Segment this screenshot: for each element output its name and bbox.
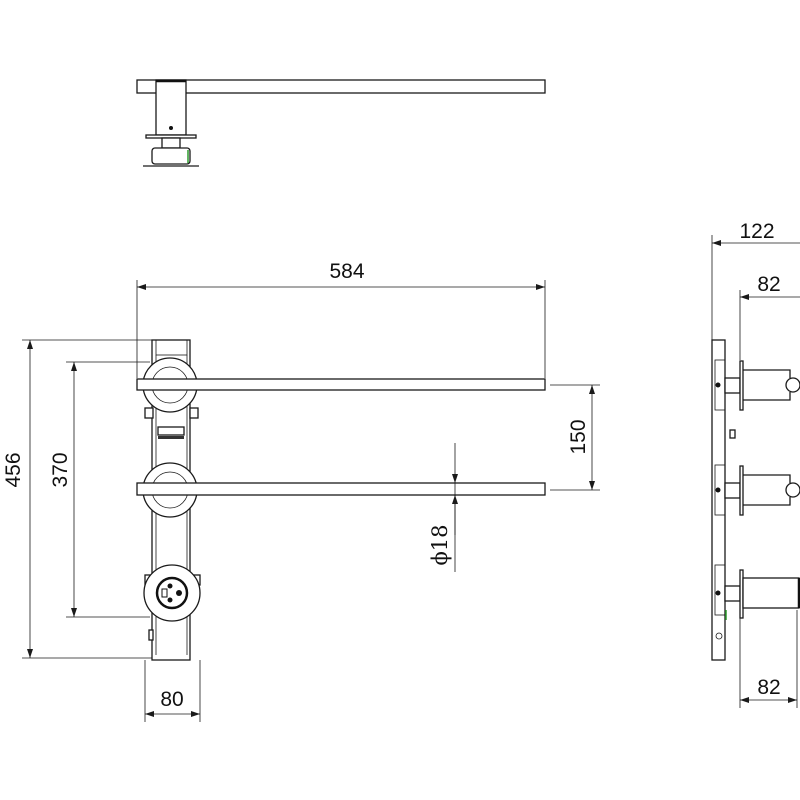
dimension-584: 584 <box>136 260 546 378</box>
dimension-82-top: 82 <box>739 273 800 360</box>
dim-label-82-top: 82 <box>757 273 780 296</box>
side-view <box>711 339 800 661</box>
dimension-82-bottom: 82 <box>739 610 798 708</box>
dim-label-150: 150 <box>567 419 590 454</box>
side-bar-upper <box>743 369 791 401</box>
front-view <box>136 339 546 661</box>
side-flange-lower <box>739 465 744 516</box>
dim-label-456: 456 <box>2 452 25 487</box>
dim-label-phi18: ϕ18 <box>428 524 452 565</box>
side-bar-lower <box>743 474 791 506</box>
dimension-456: 456 <box>2 339 152 659</box>
dim-label-82-bottom: 82 <box>757 676 780 699</box>
dimension-122: 122 <box>711 220 800 340</box>
dim-label-370: 370 <box>49 452 72 487</box>
dimension-80: 80 <box>144 660 201 722</box>
top-column <box>155 79 187 136</box>
lower-towel-bar <box>136 482 546 496</box>
dim-label-122: 122 <box>739 220 774 243</box>
upper-towel-bar <box>136 378 546 391</box>
cartouche <box>157 426 185 436</box>
dimension-370: 370 <box>49 361 150 618</box>
dim-label-584: 584 <box>329 260 364 283</box>
valve-connector <box>155 576 189 610</box>
top-view <box>136 79 546 167</box>
side-mounting-plate <box>711 339 726 661</box>
dimension-150: 150 <box>550 384 600 491</box>
side-flange-upper <box>739 360 744 411</box>
top-valve-box <box>151 147 191 165</box>
side-valve-knob <box>742 577 800 609</box>
dimension-phi18: ϕ18 <box>428 443 458 572</box>
top-towel-bar <box>136 79 546 94</box>
dim-label-80: 80 <box>160 688 183 711</box>
